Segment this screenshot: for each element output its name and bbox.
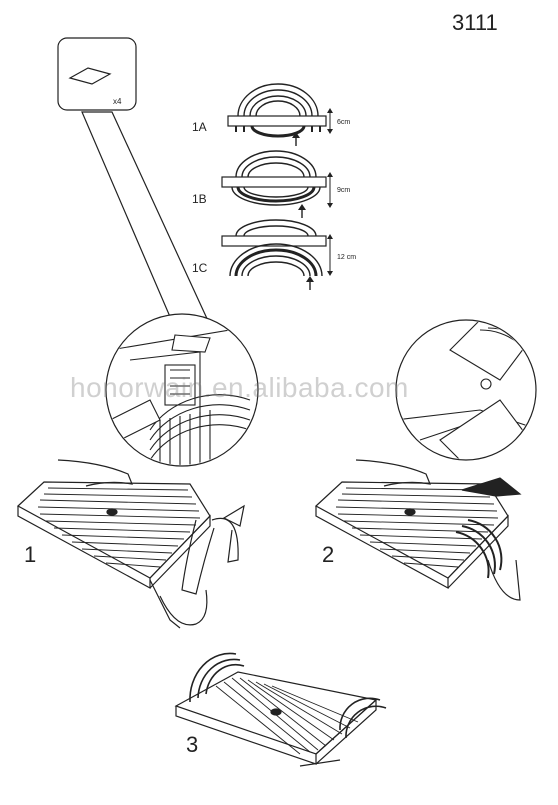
setting-1c-diagram: 12 cm 1C xyxy=(192,219,356,290)
zoom-detail-left xyxy=(105,313,259,467)
adhesive-pad-icon xyxy=(68,67,112,85)
setting-1c-height: 12 cm xyxy=(337,254,356,261)
rotate-arrow-icon xyxy=(461,477,522,497)
pad-inset-box: x4 xyxy=(57,37,137,111)
setting-1a-label: 1A xyxy=(192,120,207,134)
step-3-footrest xyxy=(174,652,387,767)
setting-1b-diagram: 9cm 1B xyxy=(192,150,350,218)
step-3-number: 3 xyxy=(186,732,198,757)
setting-1c-label: 1C xyxy=(192,261,208,275)
setting-1b-height: 9cm xyxy=(337,187,350,194)
zoom-detail-right xyxy=(395,319,537,461)
setting-1a-height: 6cm xyxy=(337,119,350,126)
pad-quantity-label: x4 xyxy=(113,97,122,106)
setting-1a-diagram: 6cm 1A xyxy=(192,83,350,146)
step-2-number: 2 xyxy=(322,542,334,567)
setting-1b-label: 1B xyxy=(192,192,207,206)
watermark: honorwain.en.alibaba.com xyxy=(70,372,409,403)
step-2-footrest xyxy=(314,459,522,601)
pad-callout-ribbon xyxy=(81,111,216,341)
step-1-footrest xyxy=(16,459,245,629)
step-1-number: 1 xyxy=(24,542,36,567)
model-number: 3111 xyxy=(452,10,498,35)
